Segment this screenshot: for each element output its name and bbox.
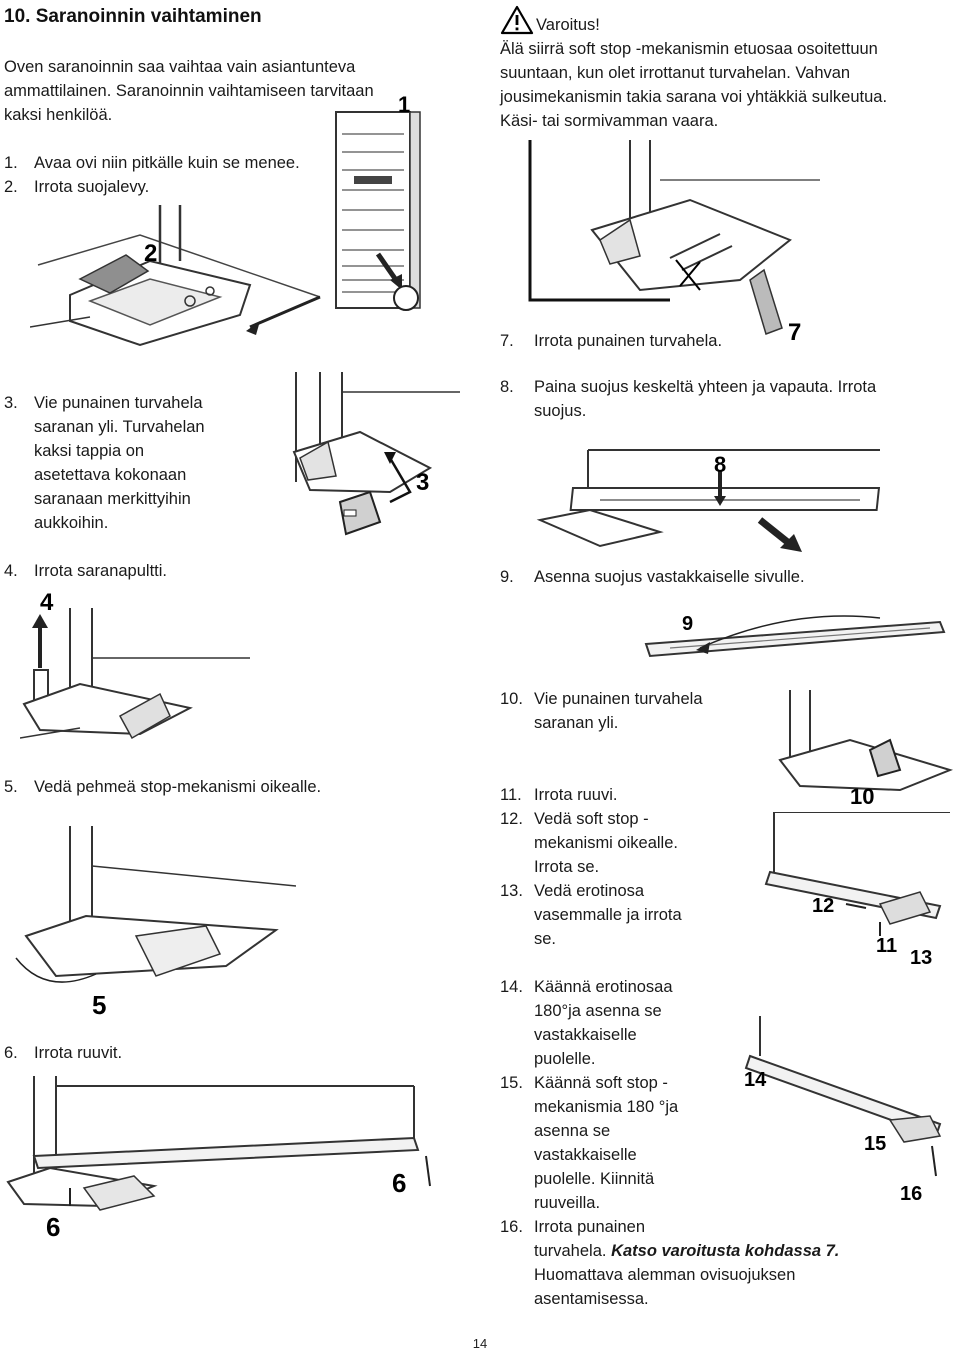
step-6-number: 6.: [4, 1044, 18, 1062]
step-16-line-1: Irrota punainen: [534, 1218, 645, 1236]
figure-label-6-left: 6: [46, 1212, 60, 1242]
hinge-cover-illustration: 2: [30, 205, 321, 347]
step-14-line-3: vastakkaiselle: [534, 1026, 637, 1044]
figure-label-4: 4: [40, 589, 54, 616]
warning-heading: Varoitus!: [536, 16, 600, 34]
step-15-line-4: vastakkaiselle: [534, 1146, 637, 1164]
step-5-number: 5.: [4, 778, 18, 796]
page-number: 14: [472, 1336, 488, 1351]
step-12-line-2: mekanismi oikealle.: [534, 834, 678, 852]
warning-line-1: Älä siirrä soft stop -mekanismin etuosaa…: [500, 40, 878, 58]
step-8-line-2: suojus.: [534, 402, 587, 420]
step-16-warning-reference: Katso varoitusta kohdassa 7.: [611, 1242, 840, 1260]
step-13-line-2: vasemmalle ja irrota: [534, 906, 682, 924]
remove-safety-bracket-illustration: 7: [528, 140, 820, 340]
step-11-text: Irrota ruuvi.: [534, 786, 618, 804]
figure-label-13: 13: [910, 947, 932, 969]
intro-line-3: kaksi henkilöä.: [4, 106, 113, 124]
step-3-line-4: asetettava kokonaan: [34, 466, 187, 484]
step-8-line-1: Paina suojus keskeltä yhteen ja vapauta.…: [534, 378, 877, 396]
figure-label-2: 2: [144, 240, 157, 267]
step-10-line-1: Vie punainen turvahela: [534, 690, 703, 708]
step-12-number: 12.: [500, 810, 523, 828]
step-12-line-3: Irrota se.: [534, 858, 600, 876]
intro-line-2: ammattilainen. Saranoinnin vaihtamiseen …: [4, 82, 374, 100]
figure-label-5: 5: [92, 990, 106, 1020]
figure-label-10: 10: [850, 784, 874, 809]
pull-soft-stop-illustration: 5: [15, 826, 296, 1020]
figure-label-11: 11: [876, 935, 897, 957]
step-11-number: 11.: [500, 786, 522, 804]
step-5-text: Vedä pehmeä stop-mekanismi oikealle.: [34, 778, 322, 796]
fridge-illustration: 1: [335, 94, 421, 311]
figure-label-3: 3: [416, 469, 429, 496]
step-3-line-2: saranan yli. Turvahelan: [34, 418, 205, 436]
step-10-number: 10.: [500, 690, 523, 708]
step-14-line-2: 180°ja asenna se: [534, 1002, 662, 1020]
intro-line-1: Oven saranoinnin saa vaihtaa vain asiant…: [4, 58, 356, 76]
step-3-line-6: aukkoihin.: [34, 514, 109, 532]
step-12-line-1: Vedä soft stop -: [534, 810, 649, 828]
step-16-number: 16.: [500, 1218, 523, 1236]
warning-icon: [500, 5, 534, 35]
warning-line-3: jousimekanismin takia sarana voi yhtäkki…: [500, 88, 888, 106]
step-7-number: 7.: [500, 332, 514, 350]
step-13-line-1: Vedä erotinosa: [534, 882, 645, 900]
step-15-line-1: Käännä soft stop -: [534, 1074, 668, 1092]
figure-label-1: 1: [398, 94, 410, 117]
step-3-line-5: saranaan merkittyihin: [34, 490, 191, 508]
step-7-text: Irrota punainen turvahela.: [534, 332, 723, 350]
remove-soft-stop-illustration: 12 11 13: [764, 812, 950, 969]
remove-screws-illustration: 6 6: [6, 1076, 431, 1242]
figure-label-14: 14: [744, 1069, 767, 1091]
place-safety-bracket-2-illustration: 10: [778, 690, 954, 809]
install-cover-opposite-side-illustration: 9: [644, 613, 946, 658]
step-15-number: 15.: [500, 1074, 523, 1092]
warning-line-2: suuntaan, kun olet irrottanut turvahelan…: [500, 64, 851, 82]
step-1-number: 1.: [4, 154, 18, 172]
step-14-number: 14.: [500, 978, 523, 996]
figure-label-12: 12: [812, 895, 834, 917]
step-8-number: 8.: [500, 378, 514, 396]
step-4-text: Irrota saranapultti.: [34, 562, 167, 580]
step-9-text: Asenna suojus vastakkaiselle sivulle.: [534, 568, 805, 586]
step-16-line-3: Huomattava alemman ovisuojuksen: [534, 1266, 796, 1284]
step-13-line-3: se.: [534, 930, 557, 948]
step-14-line-1: Käännä erotinosaa: [534, 978, 673, 996]
figure-label-6-right: 6: [392, 1168, 406, 1198]
step-15-line-5: puolelle. Kiinnitä: [534, 1170, 655, 1188]
remove-door-cover-illustration: 8: [536, 449, 881, 552]
step-6-text: Irrota ruuvit.: [34, 1044, 123, 1062]
figure-label-16: 16: [900, 1183, 922, 1205]
step-2-number: 2.: [4, 178, 18, 196]
step-14-line-4: puolelle.: [534, 1050, 596, 1068]
figure-label-9: 9: [682, 613, 693, 635]
step-10-line-2: saranan yli.: [534, 714, 619, 732]
step-1-text: Avaa ovi niin pitkälle kuin se menee.: [34, 154, 300, 172]
step-15-line-6: ruuveilla.: [534, 1194, 601, 1212]
place-safety-bracket-illustration: 3: [292, 372, 460, 536]
step-15-line-2: mekanismia 180 °ja: [534, 1098, 679, 1116]
warning-line-4: Käsi- tai sormivamman vaara.: [500, 112, 719, 130]
install-soft-stop-illustration: 14 15 16: [744, 1016, 942, 1205]
step-3-line-1: Vie punainen turvahela: [34, 394, 203, 412]
step-9-number: 9.: [500, 568, 514, 586]
section-title: 10. Saranoinnin vaihtaminen: [4, 6, 262, 27]
figure-label-8: 8: [714, 452, 726, 477]
step-3-number: 3.: [4, 394, 18, 412]
step-15-line-3: asenna se: [534, 1122, 611, 1140]
remove-hinge-bolt-illustration: 4: [20, 589, 250, 740]
step-2-text: Irrota suojalevy.: [34, 178, 150, 196]
step-16-line-2-text: turvahela.: [534, 1242, 607, 1260]
step-13-number: 13.: [500, 882, 523, 900]
step-3-line-3: kaksi tappia on: [34, 442, 145, 460]
step-16-line-2: turvahela. Katso varoitusta kohdassa 7.: [534, 1240, 839, 1264]
figure-label-7: 7: [788, 319, 801, 340]
step-4-number: 4.: [4, 562, 18, 580]
figure-label-15: 15: [864, 1133, 886, 1155]
step-16-line-4: asentamisessa.: [534, 1290, 649, 1308]
